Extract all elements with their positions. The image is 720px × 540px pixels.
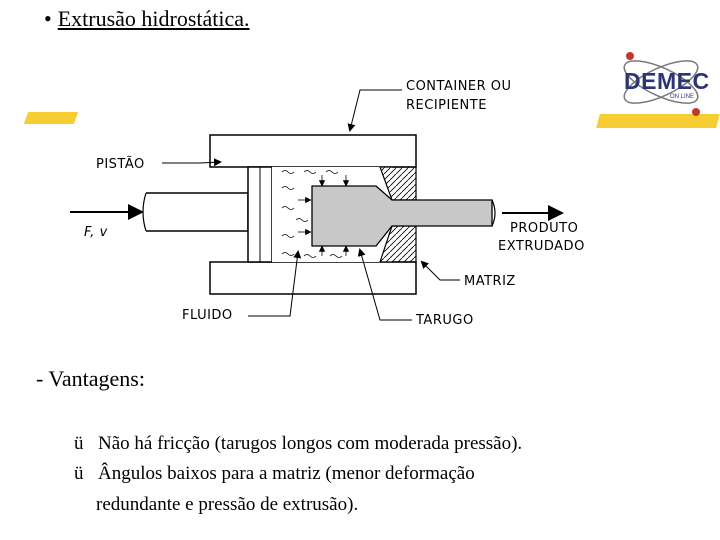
advantage-text-2b: redundante e pressão de extrusão). — [96, 494, 359, 515]
container-top — [209, 134, 417, 168]
logo-subtext: ON LINE — [670, 94, 695, 100]
advantage-text-1: Não há fricção (tarugos longos com moder… — [98, 433, 523, 454]
logo-atom-icon — [623, 52, 700, 116]
label-tarugo: TARUGO — [415, 313, 474, 328]
label-matriz: MATRIZ — [464, 274, 516, 289]
check-icon: ü — [74, 463, 84, 484]
label-force: F, v — [84, 225, 108, 240]
label-container-1: CONTAINER OU — [406, 79, 512, 94]
pressure-arrows — [298, 175, 350, 256]
extrusion-diagram: F, v CONTAINER OU RECIPIENTE PISTÃO PROD… — [70, 79, 585, 328]
label-pistao: PISTÃO — [96, 156, 145, 172]
demec-logo: DEMEC ON LINE — [606, 46, 716, 130]
vantagens-heading: - Vantagens: — [36, 366, 145, 391]
advantage-text-2a: Ângulos baixos para a matriz (menor defo… — [98, 463, 475, 484]
label-produto-2: EXTRUDADO — [498, 239, 585, 254]
check-icon: ü — [74, 433, 84, 454]
title-bullet: • — [44, 6, 52, 31]
label-produto-1: PRODUTO — [510, 221, 578, 236]
title-text: Extrusão hidrostática. — [57, 6, 250, 31]
slide-title: •Extrusão hidrostática. — [44, 6, 250, 32]
piston-rod — [146, 192, 249, 232]
label-container-2: RECIPIENTE — [406, 98, 487, 113]
advantage-item-2: ü Ângulos baixos para a matriz (menor def… — [74, 458, 644, 520]
container-bottom — [209, 261, 417, 295]
fluid-waves — [281, 170, 343, 258]
label-fluido: FLUIDO — [182, 308, 233, 323]
advantage-item-1: ü Não há fricção (tarugos longos com mode… — [74, 428, 644, 459]
logo-text: DEMEC — [624, 68, 710, 94]
